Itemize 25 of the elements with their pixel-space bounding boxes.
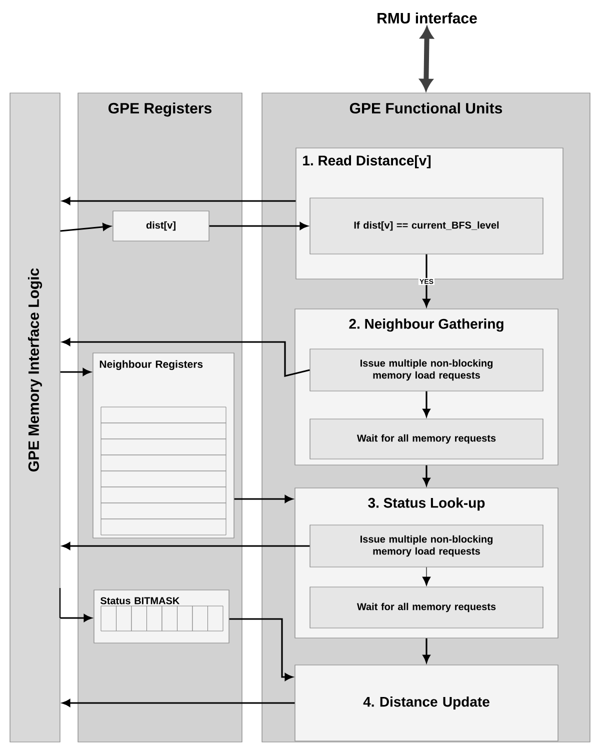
arrow — [62, 197, 296, 205]
arrow — [422, 638, 430, 663]
arrow — [62, 699, 295, 707]
arrow — [229, 618, 293, 681]
step-box: Issue multiple non-blocking memory load requests — [310, 348, 544, 392]
step-box: Wait for all memory requests — [310, 418, 544, 460]
arrow — [422, 254, 430, 307]
arrow — [62, 338, 310, 378]
step-box: Issue multiple non-blocking memory load requests — [310, 524, 544, 568]
arrow — [60, 223, 111, 232]
interface-label: RMU interface — [378, 12, 477, 24]
arrow — [60, 368, 91, 376]
stage-box: 4. Distance Update — [294, 664, 558, 742]
arrow — [422, 391, 430, 417]
register-box: dist[v] — [112, 210, 210, 242]
arrow — [209, 222, 308, 230]
arrow — [60, 614, 92, 622]
arrow — [420, 27, 434, 90]
arrow — [234, 495, 293, 503]
arrow — [422, 567, 431, 586]
interface-column: GPE Memory Interface Logic — [10, 92, 60, 742]
arrow — [62, 542, 310, 550]
step-box: Wait for all memory requests — [310, 586, 544, 628]
arrow — [422, 465, 430, 486]
step-box: If dist[v] == current_BFS_level — [310, 198, 544, 254]
